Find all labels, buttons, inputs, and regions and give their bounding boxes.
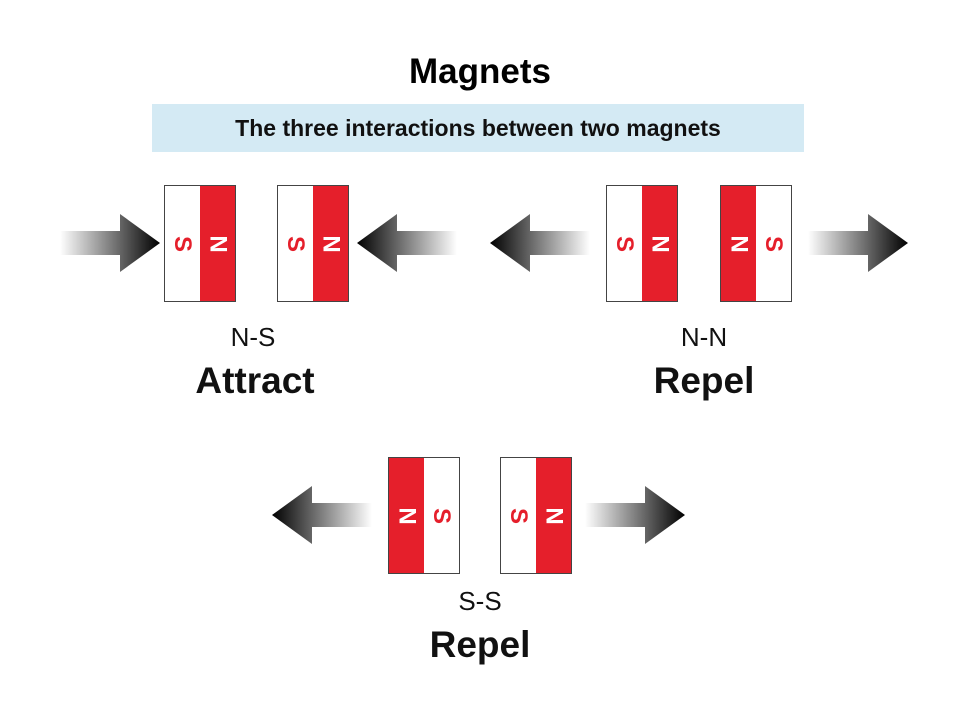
magnet-repel-ss-1: N S	[388, 457, 460, 574]
magnet-pole: N	[200, 186, 235, 301]
magnet-repel-nn-1: S N	[606, 185, 678, 302]
magnet-pole: N	[389, 458, 424, 573]
caption-repel-ss: Repel	[429, 624, 531, 665]
magnet-pole: S	[607, 186, 642, 301]
left-arrow-icon	[490, 214, 590, 272]
magnet-repel-nn-2: N S	[720, 185, 792, 302]
magnet-pole: N	[642, 186, 677, 301]
magnet-pole: S	[756, 186, 791, 301]
left-arrow-icon	[357, 214, 457, 272]
caption-attract: Attract	[195, 360, 315, 401]
subtitle-banner: The three interactions between two magne…	[152, 104, 804, 152]
diagram-title: Magnets	[409, 52, 551, 91]
magnet-pole: N	[536, 458, 571, 573]
magnet-pole: N	[313, 186, 348, 301]
magnet-pole: S	[165, 186, 200, 301]
magnet-attract-1: S N	[164, 185, 236, 302]
magnet-attract-2: S N	[277, 185, 349, 302]
magnet-pole: S	[501, 458, 536, 573]
magnet-pole: S	[278, 186, 313, 301]
pair-label-ss: S-S	[458, 586, 502, 616]
magnet-repel-ss-2: S N	[500, 457, 572, 574]
pair-label-nn: N-N	[680, 322, 728, 352]
magnet-pole: S	[424, 458, 459, 573]
left-arrow-icon	[272, 486, 372, 544]
right-arrow-icon	[808, 214, 908, 272]
caption-repel-nn: Repel	[653, 360, 755, 401]
pair-label-ns: N-S	[230, 322, 276, 352]
magnet-pole: N	[721, 186, 756, 301]
right-arrow-icon	[585, 486, 685, 544]
right-arrow-icon	[60, 214, 160, 272]
